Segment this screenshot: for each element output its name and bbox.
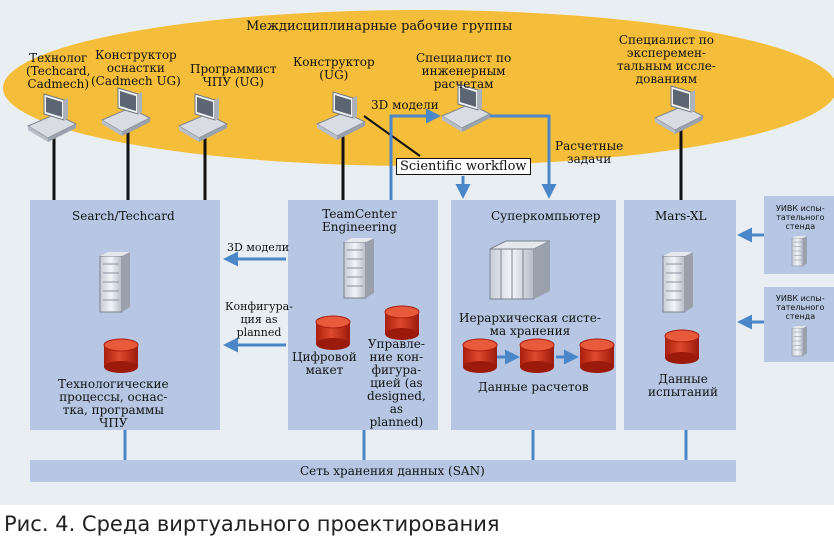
workstation-label-calc-engineer: Специалист по инженерным расчетам [416, 51, 512, 91]
workstation-icon [315, 91, 367, 140]
stand-label-1: УИВК испы- тательного стенда [776, 204, 825, 231]
server-icon [791, 236, 807, 267]
database-icon [579, 338, 615, 373]
database-icon [103, 338, 139, 373]
search-techcard-desc: Технологические процессы, оснас- тка, пр… [58, 377, 169, 430]
workstation-label-technologist: Технолог (Techcard, Cadmech) [26, 51, 91, 91]
san-label: Сеть хранения данных (SAN) [300, 464, 485, 478]
label-config-as-planned: Конфигура- ция as planned [225, 300, 293, 339]
workstation-icon [440, 83, 492, 132]
workstation-icon [653, 85, 705, 134]
database-icon [315, 315, 351, 350]
server-icon [343, 238, 374, 299]
workstation-icon [177, 93, 229, 142]
workstation-label-tooling-designer: Конструктор оснастки (Cadmech UG) [91, 48, 181, 88]
supercomputer-title: Суперкомпьютер [491, 209, 601, 223]
teamcenter-title: TeamCenter Engineering [322, 207, 397, 234]
database-icon [462, 338, 498, 373]
diagram-graphics [3, 10, 834, 482]
server-icon [791, 326, 807, 357]
server-icon [662, 252, 693, 313]
label-3d-models-top: 3D модели [371, 98, 439, 112]
marsxl-box [624, 200, 736, 430]
ellipse-title: Междисциплинарные рабочие группы [246, 19, 513, 34]
workstation-label-cnc-programmer: Программист ЧПУ (UG) [190, 62, 277, 89]
search-techcard-title: Search/Techcard [72, 209, 175, 223]
search-techcard-box [30, 200, 220, 430]
flow-arrows [123, 108, 764, 460]
supercomputer-rack-icon [489, 240, 551, 300]
storage-label: Иерархическая систе- ма хранения [459, 311, 601, 338]
workstation-label-designer: Конструктор (UG) [293, 55, 375, 82]
diagram-canvas: Междисциплинарные рабочие группы Техноло… [0, 0, 834, 505]
label-calc-tasks: Расчетные задачи [555, 139, 624, 166]
calc-data-label: Данные расчетов [478, 380, 589, 394]
label-3d-models-left: 3D модели [227, 241, 290, 254]
workstation-label-experiment-specialist: Специалист по эксперемен- тальным иссле-… [617, 33, 716, 86]
figure-caption: Рис. 4. Среда виртуального проектировани… [4, 512, 500, 536]
server-icon [99, 252, 130, 313]
database-icon [664, 329, 700, 364]
workstation-icon [100, 87, 152, 136]
san-bar [30, 460, 736, 482]
scientific-workflow-box: Scientific workflow [396, 158, 531, 175]
teamcenter-db1-label: Цифровой макет [292, 350, 357, 377]
supercomputer-box [451, 200, 616, 430]
test-data-label: Данные испытаний [648, 372, 719, 399]
workstation-icon [26, 93, 78, 142]
marsxl-title: Mars-XL [655, 209, 707, 223]
stand-label-2: УИВК испы- тательного стенда [776, 294, 825, 321]
database-icon [384, 305, 420, 340]
teamcenter-db2-label: Управле- ние кон- фигура- цией (as desig… [367, 337, 426, 429]
database-icon [519, 338, 555, 373]
workstation-links [52, 115, 683, 200]
